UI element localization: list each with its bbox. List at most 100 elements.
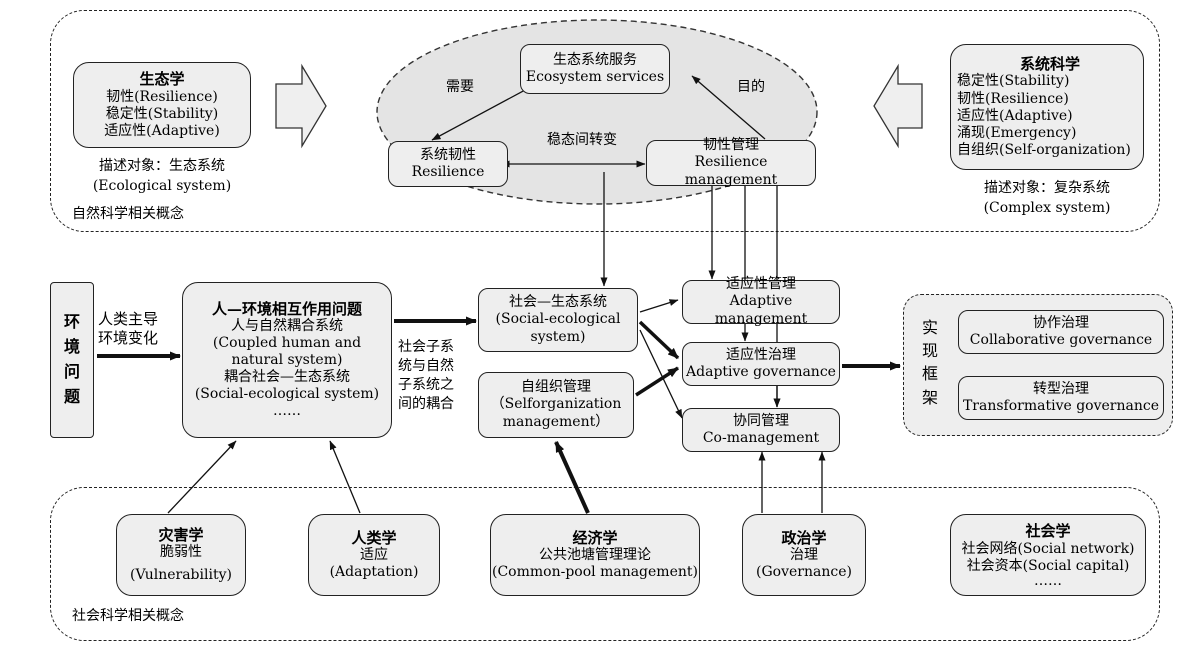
ecosystem-services-cn: 生态系统服务: [553, 51, 637, 68]
hei-line: 人与自然耦合系统: [231, 317, 343, 334]
problem-char: 问: [63, 362, 80, 381]
adaptive-gov-cn: 适应性治理: [726, 346, 796, 363]
ecology-object-cn: 描述对象：生态系统: [99, 158, 225, 174]
social-ecological-system-box: 社会—生态系统 (Social-ecological system): [478, 288, 638, 352]
ses-to-adaptive-gov-arrow: [638, 320, 680, 360]
systems-item: 韧性(Resilience): [957, 90, 1069, 107]
collab-cn: 协作治理: [1033, 314, 1089, 331]
political-science-box: 政治学 治理 (Governance): [742, 514, 866, 596]
environmental-problem-box: 环 境 问 题: [50, 282, 94, 438]
sociology-more: ……: [1034, 572, 1062, 589]
adaptive-governance-box: 适应性治理 Adaptive governance: [682, 342, 840, 386]
hei-line: 耦合社会—生态系统: [224, 369, 350, 386]
transform-cn: 转型治理: [1033, 380, 1089, 397]
co-mgmt-en: Co-management: [702, 430, 820, 446]
selforg-to-adaptive-gov-arrow: [635, 366, 679, 397]
ses-to-adaptive-mgmt-arrow: [639, 299, 679, 313]
disaster-en: (Vulnerability): [130, 567, 232, 584]
econ-en: (Common-pool management): [492, 564, 698, 581]
ecology-box: 生态学 韧性(Resilience) 稳定性(Stability) 适应性(Ad…: [73, 62, 251, 148]
systems-item: 适应性(Adaptive): [957, 107, 1073, 124]
natural-science-region: [50, 10, 1160, 232]
ecosystem-services-en: Ecosystem services: [525, 69, 665, 85]
anthropology-box: 人类学 适应 (Adaptation): [308, 514, 440, 596]
anthro-en: (Adaptation): [329, 564, 419, 581]
ecology-title: 生态学: [139, 70, 185, 89]
systems-object-en: (Complex system): [983, 200, 1111, 216]
systems-object-cn: 描述对象：复杂系统: [984, 180, 1110, 196]
adaptive-mgmt-cn: 适应性管理: [726, 276, 796, 293]
hei-line: ……: [273, 403, 301, 420]
collab-en: Collaborative governance: [969, 332, 1153, 348]
disaster-science-box: 灾害学 脆弱性 (Vulnerability): [116, 514, 246, 596]
ecology-object-en: (Ecological system): [92, 178, 232, 194]
co-management-box: 协同管理 Co-management: [682, 408, 840, 452]
systems-title: 系统科学: [1019, 55, 1080, 74]
coupling-label: 社会子系 统与自然 子系统之 间的耦合: [398, 338, 454, 414]
system-resilience-box: 系统韧性 Resilience: [388, 141, 508, 187]
sociology-item: 社会网络(Social network): [961, 540, 1135, 557]
economics-box: 经济学 公共池塘管理理论 (Common-pool management): [490, 514, 700, 596]
econ-cn: 公共池塘管理理论: [539, 547, 651, 564]
disaster-title: 灾害学: [158, 525, 204, 544]
transform-en: Transformative governance: [962, 398, 1160, 414]
problem-char: 题: [63, 386, 80, 406]
politics-title: 政治学: [781, 528, 827, 547]
implementation-framework-label: 实 现 框 架: [922, 316, 938, 409]
systems-item: 自组织(Self-organization): [957, 141, 1131, 158]
sociology-box: 社会学 社会网络(Social network) 社会资本(Social cap…: [950, 514, 1146, 596]
coupling-line: 社会子系: [398, 339, 454, 355]
system-resilience-cn: 系统韧性: [420, 146, 476, 163]
systems-item: 稳定性(Stability): [957, 73, 1070, 90]
resilience-management-cn: 韧性管理: [703, 137, 759, 154]
politics-en: (Governance): [756, 564, 852, 581]
ecology-item: 韧性(Resilience): [106, 88, 218, 105]
social-science-region: [50, 487, 1160, 641]
purpose-label: 目的: [737, 79, 765, 95]
adaptive-mgmt-en: Adaptive management: [714, 293, 808, 327]
ses-to-comgmt-arrow: [639, 329, 683, 419]
anthro-title: 人类学: [351, 528, 397, 547]
human-driven-change-label: 人类主导 环境变化: [98, 310, 158, 348]
ecosystem-services-box: 生态系统服务 Ecosystem services: [520, 44, 670, 94]
anthro-cn: 适应: [360, 547, 388, 564]
ecology-item: 适应性(Adaptive): [104, 122, 220, 139]
framework-char: 实: [922, 318, 939, 337]
framework-char: 现: [922, 341, 939, 361]
selforg-cn: 自组织管理: [521, 379, 591, 396]
hei-line: (Coupled human and: [212, 334, 362, 351]
resilience-management-en: Resilience management: [684, 154, 778, 188]
adaptive-gov-en: Adaptive governance: [686, 364, 836, 380]
natural-science-label: 自然科学相关概念: [72, 206, 184, 222]
sociology-item: 社会资本(Social capital): [966, 557, 1130, 574]
co-mgmt-cn: 协同管理: [733, 412, 789, 429]
coupling-line: 统与自然: [398, 357, 454, 374]
self-organization-box: 自组织管理 （Selforganization management）: [478, 372, 634, 438]
framework-char: 架: [922, 387, 939, 407]
adaptive-management-box: 适应性管理 Adaptive management: [682, 276, 840, 327]
regime-shift-label: 稳态间转变: [547, 132, 617, 148]
systems-item: 涌现(Emergency): [957, 124, 1077, 141]
ses-en: (Social-ecological: [495, 311, 621, 328]
human-change-line: 人类主导: [98, 310, 159, 328]
collaborative-governance-box: 协作治理 Collaborative governance: [958, 310, 1164, 354]
problem-char: 环: [63, 312, 80, 332]
human-change-line: 环境变化: [98, 328, 159, 347]
system-resilience-en: Resilience: [411, 164, 485, 180]
ses-cn: 社会—生态系统: [509, 294, 607, 311]
resilience-management-box: 韧性管理 Resilience management: [646, 137, 816, 188]
need-label: 需要: [446, 79, 474, 95]
ses-en: system): [530, 328, 586, 345]
transformative-governance-box: 转型治理 Transformative governance: [958, 376, 1164, 420]
environmental-problem-label: 环 境 问 题: [64, 310, 80, 409]
ecology-item: 稳定性(Stability): [105, 105, 219, 122]
politics-cn: 治理: [790, 547, 818, 564]
framework-char: 框: [922, 364, 939, 384]
problem-char: 境: [63, 337, 80, 357]
selforg-en: （Selforganization: [490, 396, 622, 413]
social-science-label: 社会科学相关概念: [72, 608, 184, 624]
hei-line: (Social-ecological system): [194, 386, 380, 403]
sociology-title: 社会学: [1025, 522, 1071, 541]
coupling-line: 子系统之: [398, 376, 454, 393]
